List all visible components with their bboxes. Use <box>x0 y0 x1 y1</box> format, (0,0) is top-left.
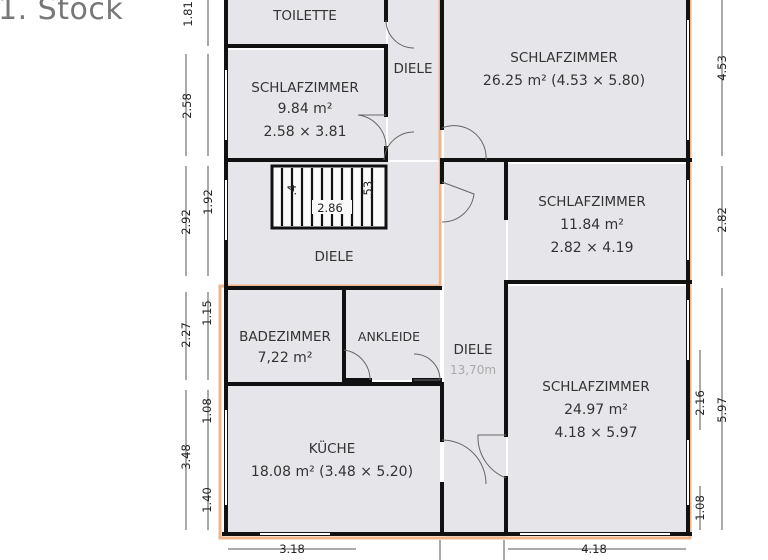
dim-left-1-81: 1.81 <box>181 1 195 27</box>
dim-left-1-92: 1.92 <box>201 189 215 215</box>
dims-schlafzimmer-11: 2.82 × 4.19 <box>551 240 634 256</box>
area-schlafzimmer-9: 9.84 m² <box>278 101 333 117</box>
dim-left-3-48: 3.48 <box>179 444 193 470</box>
area-schlafzimmer-26: 26.25 m² (4.53 × 5.80) <box>483 73 645 89</box>
label-ankleide: ANKLEIDE <box>358 329 420 344</box>
room-schlafzimmer-24 <box>508 286 688 534</box>
room-diele-center <box>444 162 506 538</box>
windows <box>225 20 689 535</box>
room-toilette <box>228 0 386 45</box>
area-schlafzimmer-11: 11.84 m² <box>560 217 624 233</box>
label-kueche: KÜCHE <box>309 439 355 457</box>
room-diele-top <box>388 0 440 160</box>
dim-right-5-97: 5.97 <box>715 397 729 423</box>
dim-left-1-08: 1.08 <box>200 398 214 424</box>
label-diele-left: DIELE <box>315 249 354 265</box>
stair-width-label: 2.86 <box>317 201 343 215</box>
room-badezimmer <box>228 290 342 382</box>
room-ankleide <box>346 290 440 380</box>
area-diele-center: 13,70m <box>450 363 496 377</box>
stair-right-label: .53 <box>361 181 375 199</box>
dims-schlafzimmer-24: 4.18 × 5.97 <box>555 425 638 441</box>
label-diele-top: DIELE <box>394 61 433 77</box>
label-badezimmer: BADEZIMMER <box>239 329 331 345</box>
dim-left-2-58: 2.58 <box>180 93 194 119</box>
dim-left-2-27: 2.27 <box>179 322 193 348</box>
room-kueche <box>224 386 440 534</box>
stair-left-label: .4 <box>285 185 299 196</box>
room-schlafzimmer-9 <box>228 50 386 158</box>
dim-right-4-53: 4.53 <box>715 55 729 81</box>
area-kueche: 18.08 m² (3.48 × 5.20) <box>251 464 413 480</box>
label-schlafzimmer-9: SCHLAFZIMMER <box>251 80 358 96</box>
dim-right-1-08: 1.08 <box>693 495 707 521</box>
doors <box>343 19 507 485</box>
dim-right-2-82: 2.82 <box>715 207 729 233</box>
right-dimensions <box>699 0 723 530</box>
floor-title: 1. Stock <box>0 0 124 27</box>
dim-left-2-92: 2.92 <box>179 209 193 235</box>
bottom-dimensions <box>228 540 686 560</box>
label-schlafzimmer-26: SCHLAFZIMMER <box>510 50 617 66</box>
staircase <box>270 164 388 230</box>
area-badezimmer: 7,22 m² <box>258 350 313 366</box>
room-schlafzimmer-11 <box>508 164 688 282</box>
dim-left-1-15: 1.15 <box>200 300 214 326</box>
label-toilette: TOILETTE <box>272 8 337 24</box>
dim-bottom-3-18: 3.18 <box>279 542 305 556</box>
dim-right-2-16: 2.16 <box>693 390 707 416</box>
dim-left-1-40: 1.40 <box>200 487 214 513</box>
label-schlafzimmer-24: SCHLAFZIMMER <box>542 379 649 395</box>
label-schlafzimmer-11: SCHLAFZIMMER <box>538 194 645 210</box>
label-diele-center: DIELE <box>454 342 493 358</box>
dim-bottom-4-18: 4.18 <box>581 542 607 556</box>
room-schlafzimmer-26 <box>444 0 688 160</box>
dims-schlafzimmer-9: 2.58 × 3.81 <box>264 124 347 140</box>
area-schlafzimmer-24: 24.97 m² <box>564 402 628 418</box>
left-dimensions <box>185 0 209 530</box>
